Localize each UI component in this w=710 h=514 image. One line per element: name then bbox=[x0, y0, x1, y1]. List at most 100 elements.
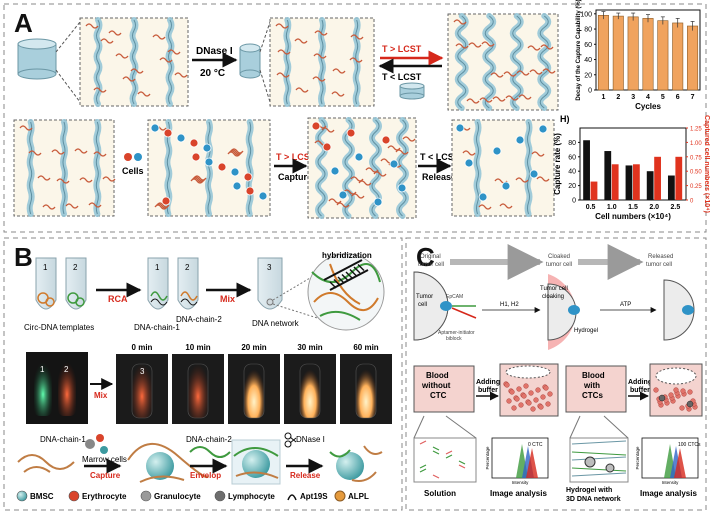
chart2-ytick-label: 40 bbox=[568, 169, 576, 176]
blood-cell bbox=[545, 401, 551, 407]
dna-strand bbox=[321, 127, 335, 133]
chart1-bar bbox=[612, 15, 624, 91]
dna-strand bbox=[478, 204, 492, 210]
hydrogel-network-label-2: 3D DNA network bbox=[566, 496, 621, 503]
chart2-bar-count bbox=[675, 156, 683, 200]
panel-c-border bbox=[405, 237, 707, 511]
dna-strand bbox=[230, 148, 244, 154]
chart2-xtick-label: 0.5 bbox=[586, 204, 596, 211]
t-less-lcst-label: T < LCST bbox=[382, 72, 422, 82]
chart1-ytick-label: 0 bbox=[588, 88, 592, 95]
cells-label: Cells bbox=[122, 166, 144, 176]
base-pair bbox=[353, 266, 361, 274]
panel-b: B 1 2 Circ-DNA templates RCA 1 bbox=[3, 237, 403, 511]
hydrogel-fiber-edge bbox=[476, 121, 479, 215]
cell-dot bbox=[338, 190, 348, 200]
released-label: Released bbox=[648, 254, 673, 260]
cell-dot bbox=[346, 128, 356, 138]
panel-a-border bbox=[3, 3, 707, 233]
dna-strand bbox=[275, 23, 289, 29]
hybridization-label: hybridization bbox=[322, 251, 372, 260]
tube-1-number: 1 bbox=[43, 263, 48, 272]
gel-fiber bbox=[571, 467, 627, 472]
base-pair bbox=[345, 271, 353, 279]
released-tumor-cell-icon bbox=[663, 279, 695, 341]
photo-time-label: 60 min bbox=[353, 343, 378, 352]
histogram-peak bbox=[674, 448, 686, 478]
chain-2-label: DNA-chain-2 bbox=[176, 315, 222, 324]
dna-strand bbox=[468, 42, 482, 48]
adding-buffer-2b: buffer bbox=[630, 387, 650, 394]
blood-cell bbox=[538, 404, 544, 410]
hydrogel-fiber-edge bbox=[317, 119, 326, 217]
release-temp-label: T < LCST bbox=[420, 152, 460, 162]
chart1-xlabel: Cycles bbox=[635, 102, 661, 111]
dna-strand bbox=[156, 202, 170, 208]
ctc-count-label: 100 CTCs bbox=[678, 442, 701, 448]
rca-label: RCA bbox=[108, 294, 128, 304]
photo-tube-glow bbox=[244, 364, 264, 418]
dna-strand bbox=[336, 202, 350, 208]
chart2-ytick-label: 80 bbox=[568, 140, 576, 147]
blood-cell bbox=[535, 387, 541, 393]
cell-dot bbox=[322, 142, 332, 152]
capture-label: Capture bbox=[278, 172, 312, 182]
panel-a: A DNase I 20 °C bbox=[3, 0, 710, 233]
blood-cell bbox=[543, 385, 549, 391]
tube-2-number: 2 bbox=[73, 263, 78, 272]
legend-label: BMSC bbox=[30, 492, 54, 501]
cell-dot bbox=[455, 123, 465, 133]
photo-tube-outline bbox=[243, 363, 265, 419]
photo-tube-outline bbox=[355, 363, 377, 419]
dna-strand bbox=[295, 87, 309, 93]
bottom-chain-2-label: DNA-chain-2 bbox=[186, 435, 232, 444]
cell-dot bbox=[397, 183, 407, 193]
aptamer-label: Aptamer-initiator bbox=[438, 330, 475, 336]
cloaked-tumor-cell-icon bbox=[547, 274, 580, 350]
ctc-cell bbox=[686, 400, 694, 408]
digested-network-schematic bbox=[269, 17, 375, 107]
dnase-step-arrow: DNase I 20 °C bbox=[192, 46, 238, 79]
dna-strand bbox=[503, 71, 517, 77]
chart2-xtick-label: 2.5 bbox=[671, 204, 681, 211]
histogram-xlabel: Intensity bbox=[662, 480, 680, 485]
h1h2-label: H1, H2 bbox=[500, 302, 519, 308]
chart2-xtick-label: 2.0 bbox=[649, 204, 659, 211]
blood-cell bbox=[540, 394, 546, 400]
solution-strand bbox=[432, 450, 440, 455]
released-label-2: tumor cell bbox=[646, 262, 672, 268]
cloaked-label-2: tumor cell bbox=[546, 262, 572, 268]
blood-without-box bbox=[413, 365, 475, 413]
hydrogel-fiber-edge bbox=[95, 121, 99, 215]
solution-strand bbox=[419, 468, 427, 473]
blood-with-line-3: CTCs bbox=[582, 391, 603, 400]
hydrogel-fiber-edge bbox=[512, 15, 522, 109]
dna-strand bbox=[518, 94, 532, 100]
hydrogel-fiber-edge bbox=[285, 19, 289, 105]
chart1-xtick-label: 3 bbox=[631, 94, 635, 101]
solution-strand bbox=[458, 464, 466, 469]
blood-without-line-3: CTC bbox=[430, 391, 447, 400]
dna-strand bbox=[19, 125, 33, 131]
marrow-cells-label: Marrow cells bbox=[82, 455, 127, 464]
blood-cell bbox=[687, 389, 693, 395]
chart2-ytick-label: 0 bbox=[572, 198, 576, 205]
dna-strand bbox=[373, 171, 387, 177]
cell-dot bbox=[189, 138, 199, 148]
chart2-y2tick-label: 1.00 bbox=[690, 141, 702, 147]
cell-dot bbox=[538, 124, 548, 134]
solution-zoom-box bbox=[413, 437, 477, 483]
legend-swatch bbox=[16, 490, 28, 502]
dna-strand bbox=[28, 150, 42, 156]
photo-mix-label: Mix bbox=[94, 391, 108, 400]
dna-strand bbox=[130, 68, 144, 74]
chart2-y2tick-label: 1.25 bbox=[690, 127, 702, 133]
cell-dot bbox=[150, 123, 160, 133]
aptamer-label-2: biblock bbox=[446, 336, 462, 342]
temperature-label: 20 °C bbox=[200, 68, 225, 79]
cell-capture-sequence: Cells T > LCST Capture T < LCST Release bbox=[13, 117, 555, 219]
hydrogel-fiber-edge bbox=[398, 119, 407, 217]
